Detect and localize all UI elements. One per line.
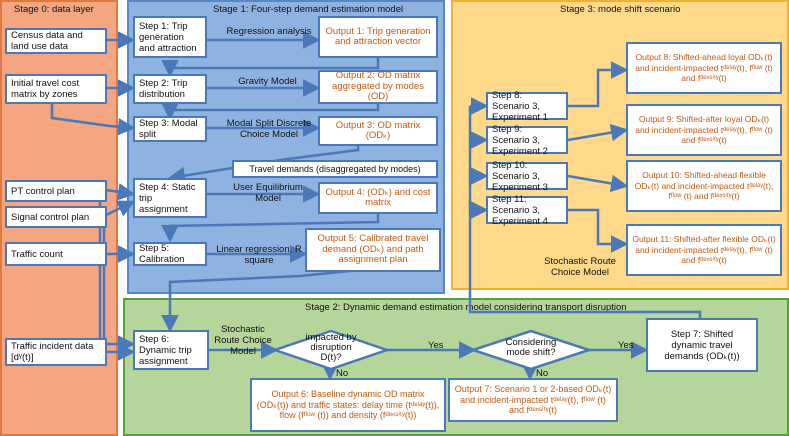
step10-box: Step 10: Scenario 3, Experiment 3	[486, 160, 568, 193]
stage1-title: Stage 1: Four-step demand estimation mod…	[213, 4, 404, 15]
step5-box: Step 5: Calibration	[133, 242, 207, 266]
stage0-title: Stage 0: data layer	[14, 4, 94, 15]
decision1-text: impacted by disruption D(t)?	[305, 332, 357, 363]
decision1-diamond	[274, 330, 388, 370]
traffic-count-box: Traffic count	[5, 242, 107, 266]
traffic-incident-box: Traffic incident data [dᵞ(t)]	[5, 338, 107, 366]
gravity-label: Gravity Model	[238, 76, 297, 87]
output6-box: Output 6: Baseline dynamic OD matrix (OD…	[250, 378, 446, 432]
step6-box: Step 6: Dynamic trip assignment	[133, 330, 209, 370]
step7-box: Step 7: Shifted dynamic travel demands (…	[646, 318, 758, 372]
no2-label: No	[536, 368, 549, 379]
stage3-src-label: Stochastic Route Choice Model	[544, 256, 616, 278]
yes1-label: Yes	[428, 340, 444, 351]
decision2-diamond	[472, 330, 590, 370]
output10-box: Output 10: Shifted-ahead flexible ODₖ(t)…	[626, 160, 782, 212]
output4-box: Output 4: (ODₖ) and cost matrix	[318, 182, 438, 214]
output9-box: Output 9: Shifted-after loyal ODₖ(t) and…	[626, 104, 782, 156]
signal-control-plan-box: Signal control plan	[5, 206, 107, 228]
output2-box: Output 2: OD matrix aggregated by modes …	[318, 70, 438, 104]
stage2-src-label: Stochastic Route Choice Model	[214, 324, 272, 357]
regression-label: Regression analysis	[226, 26, 312, 37]
step2-box: Step 2: Trip distribution	[133, 74, 207, 104]
census-data-box: Census data and land use data	[5, 28, 107, 54]
step8-box: Step 8: Scenario 3, Experiment 1	[486, 90, 568, 123]
output3-box: Output 3: OD matrix (ODₖ)	[318, 116, 438, 146]
travel-demands-box: Travel demands (disaggregated by modes)	[232, 160, 438, 178]
modal-split-label: Modal Split Discrete Choice Model	[226, 118, 312, 140]
decision2-text: Considering mode shift?	[505, 337, 557, 358]
output8-box: Output 8: Shifted-ahead loyal ODₖ(t) and…	[626, 42, 782, 94]
no1-label: No	[336, 368, 349, 379]
step4-box: Step 4: Static trip assignment	[133, 178, 207, 218]
initial-travel-cost-box: Initial travel cost matrix by zones	[5, 74, 107, 104]
step3-box: Step 3: Modal split	[133, 116, 207, 142]
yes2-label: Yes	[618, 340, 634, 351]
stage2-title: Stage 2: Dynamic demand estimation model…	[305, 302, 627, 313]
step1-box: Step 1: Trip generation and attraction	[133, 16, 207, 58]
ue-label: User Equilibrium Model	[233, 182, 303, 204]
linreg-label: Linear regression, R square	[216, 244, 302, 266]
output11-box: Output 11: Shifted-after flexible ODₖ(t)…	[626, 224, 782, 276]
stage3-title: Stage 3: mode shift scenario	[560, 4, 681, 15]
step9-box: Step 9: Scenario 3, Experiment 2	[486, 124, 568, 157]
step11-box: Step 11: Scenario 3, Experiment 4	[486, 194, 568, 227]
output1-box: Output 1: Trip generation and attraction…	[318, 16, 438, 58]
output7-box: Output 7: Scenario 1 or 2-based ODₖ(t) a…	[448, 378, 618, 422]
pt-control-plan-box: PT control plan	[5, 180, 107, 202]
output5-box: Output 5: Calibrated travel demand (ODₖ)…	[305, 228, 441, 272]
